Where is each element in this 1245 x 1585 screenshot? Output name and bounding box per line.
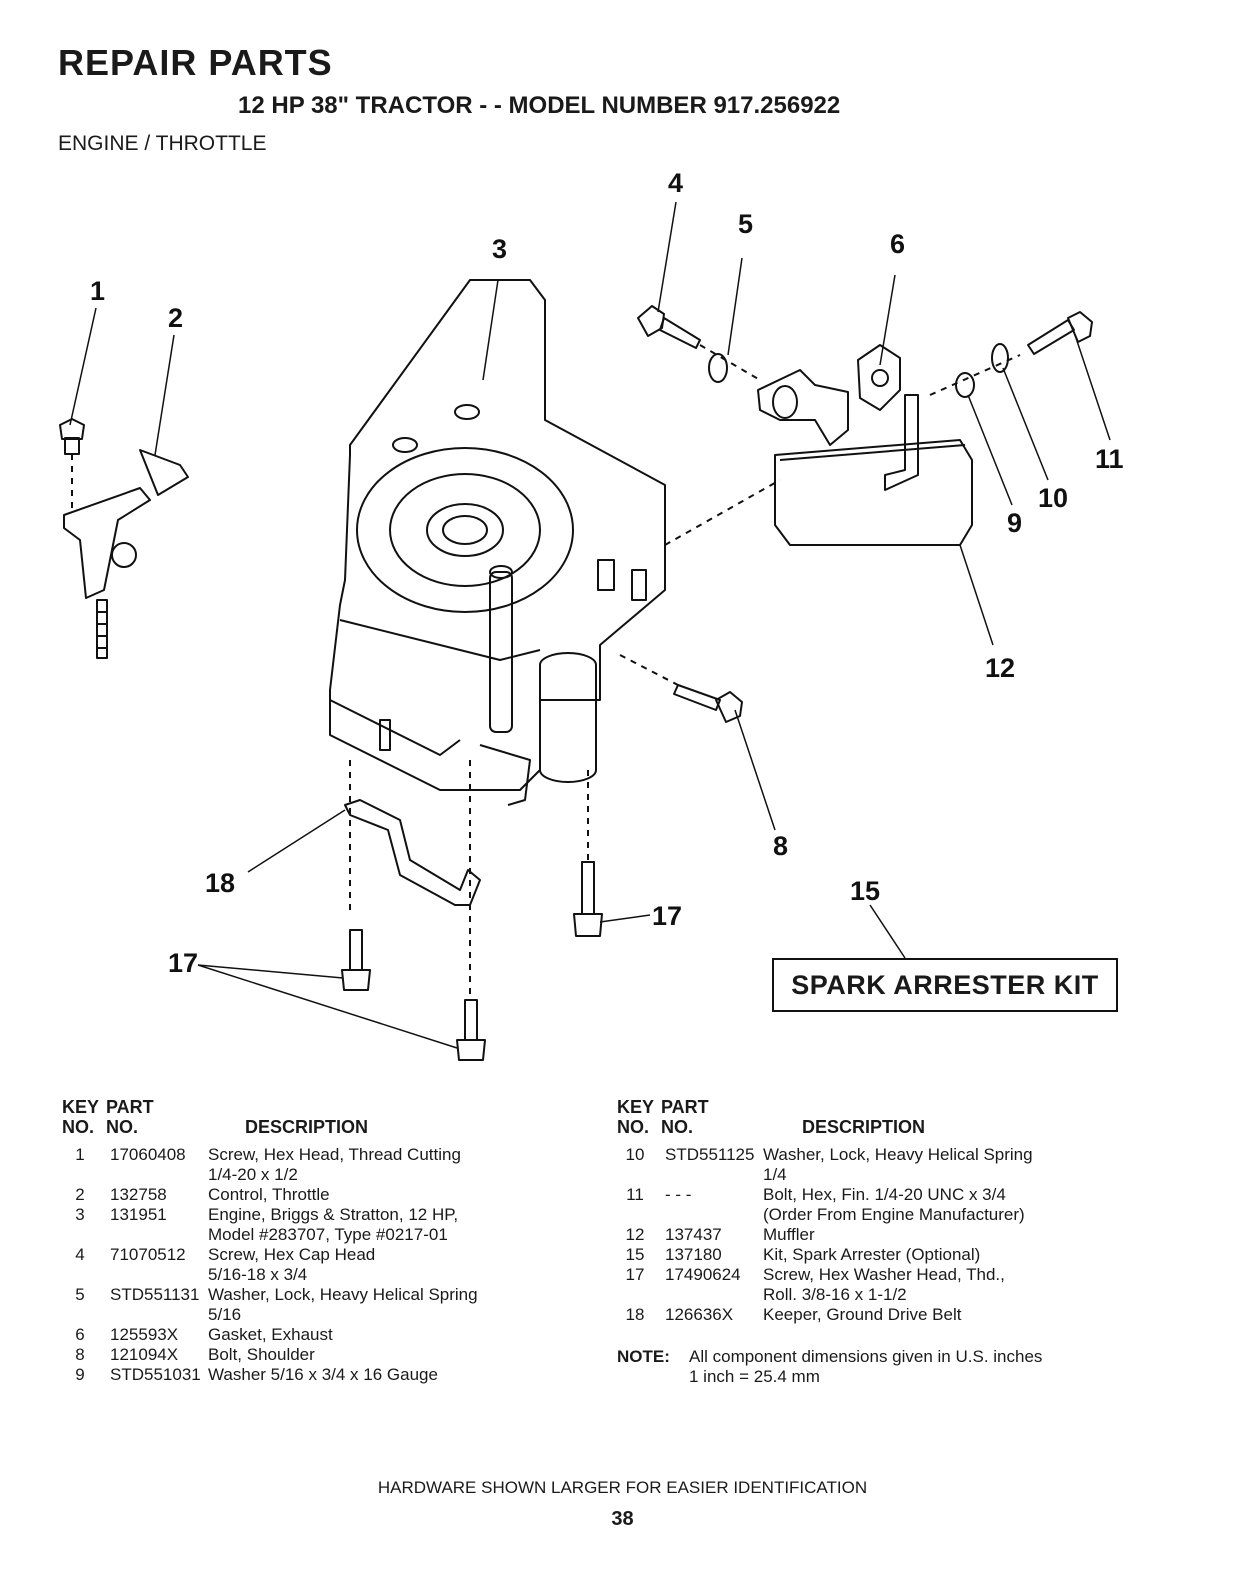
part-no-cell: 132758 bbox=[110, 1185, 167, 1204]
throttle-control-drawing bbox=[59, 418, 189, 659]
description-cell: Screw, Hex Cap Head 5/16-18 x 3/4 bbox=[208, 1245, 376, 1284]
table-row: 9 STD551031 Washer 5/16 x 3/4 x 16 Gauge bbox=[62, 1365, 582, 1385]
key-no-cell: 12 bbox=[625, 1225, 645, 1244]
part-no-cell: 125593X bbox=[110, 1325, 179, 1344]
parts-rows-right: 10 STD551125 Washer, Lock, Heavy Helical S… bbox=[617, 1145, 1137, 1325]
page-title: REPAIR PARTS bbox=[58, 42, 333, 83]
part-no-cell: 137437 bbox=[665, 1225, 722, 1244]
description-cell: Keeper, Ground Drive Belt bbox=[763, 1305, 962, 1324]
hardware-note: HARDWARE SHOWN LARGER FOR EASIER IDENTIF… bbox=[377, 1478, 868, 1497]
callout-3: 3 bbox=[492, 234, 507, 264]
description-cell: Washer, Lock, Heavy Helical Spring 1/4 bbox=[763, 1145, 1033, 1184]
dimension-note: NOTE: All component dimensions given in … bbox=[617, 1347, 1137, 1387]
model-subtitle: 12 HP 38" TRACTOR - - MODEL NUMBER 917.2… bbox=[238, 92, 841, 119]
exploded-parts-diagram: 1 2 3 4 5 6 8 9 10 11 12 15 17 17 18 bbox=[59, 168, 1124, 1061]
callout-5: 5 bbox=[738, 209, 753, 239]
spark-arrester-kit-box: SPARK ARRESTER KIT bbox=[772, 958, 1118, 1012]
part-no-cell: 137180 bbox=[665, 1245, 722, 1264]
engine-drawing bbox=[329, 279, 666, 1000]
key-no-cell: 17 bbox=[625, 1265, 645, 1284]
key-no-cell: 9 bbox=[75, 1365, 85, 1384]
description-header: DESCRIPTION bbox=[245, 1117, 369, 1137]
table-row: 2 132758 Control, Throttle bbox=[62, 1185, 582, 1205]
part-no-cell: STD551125 bbox=[665, 1145, 755, 1164]
part-no-cell: 131951 bbox=[110, 1205, 167, 1224]
description-header: DESCRIPTION bbox=[802, 1117, 926, 1137]
parts-rows-left: 1 17060408 Screw, Hex Head, Thread Cutting… bbox=[62, 1145, 582, 1385]
table-row: 18 126636X Keeper, Ground Drive Belt bbox=[617, 1305, 1137, 1325]
mounting-screws-drawing bbox=[341, 861, 603, 1061]
table-row: 6 125593X Gasket, Exhaust bbox=[62, 1325, 582, 1345]
part-no-cell: 126636X bbox=[665, 1305, 734, 1324]
part-no-cell: 17490624 bbox=[665, 1265, 741, 1284]
part-no-header: PART NO. bbox=[106, 1097, 154, 1137]
callout-17-left: 17 bbox=[168, 948, 198, 978]
note-label: NOTE: bbox=[617, 1347, 670, 1366]
key-no-cell: 15 bbox=[625, 1245, 645, 1264]
key-no-cell: 5 bbox=[75, 1285, 85, 1304]
description-cell: Washer, Lock, Heavy Helical Spring 5/16 bbox=[208, 1285, 478, 1324]
key-no-cell: 2 bbox=[75, 1185, 85, 1204]
page-number: 38 bbox=[611, 1508, 634, 1530]
key-no-cell: 6 bbox=[75, 1325, 85, 1344]
section-heading: ENGINE / THROTTLE bbox=[58, 132, 267, 155]
key-no-cell: 3 bbox=[75, 1205, 85, 1224]
table-row: 3 131951 Engine, Briggs & Stratton, 12 HP,… bbox=[62, 1205, 582, 1245]
part-no-cell: 71070512 bbox=[110, 1245, 186, 1264]
description-cell: Gasket, Exhaust bbox=[208, 1325, 333, 1344]
key-no-header: KEY NO. bbox=[62, 1097, 100, 1137]
part-no-cell: 121094X bbox=[110, 1345, 179, 1364]
parts-list-header: KEY NO. PART NO. DESCRIPTION bbox=[62, 1097, 582, 1145]
callout-9: 9 bbox=[1007, 508, 1022, 538]
table-row: 12 137437 Muffler bbox=[617, 1225, 1137, 1245]
parts-list-header: KEY NO. PART NO. DESCRIPTION bbox=[617, 1097, 1137, 1145]
description-cell: Muffler bbox=[763, 1225, 815, 1244]
table-row: 15 137180 Kit, Spark Arrester (Optional) bbox=[617, 1245, 1137, 1265]
callout-17-right: 17 bbox=[652, 901, 682, 931]
description-cell: Bolt, Shoulder bbox=[208, 1345, 315, 1364]
key-no-header: KEY NO. bbox=[617, 1097, 655, 1137]
part-no-header: PART NO. bbox=[661, 1097, 709, 1137]
part-no-cell: STD551031 bbox=[110, 1365, 201, 1384]
key-no-cell: 11 bbox=[626, 1185, 644, 1204]
callout-12: 12 bbox=[985, 653, 1015, 683]
part-no-cell: - - - bbox=[665, 1185, 692, 1204]
callout-18: 18 bbox=[205, 868, 235, 898]
belt-keeper-drawing bbox=[344, 799, 481, 906]
description-cell: Control, Throttle bbox=[208, 1185, 330, 1204]
callout-6: 6 bbox=[890, 229, 905, 259]
table-row: 10 STD551125 Washer, Lock, Heavy Helical S… bbox=[617, 1145, 1137, 1185]
callout-10: 10 bbox=[1038, 483, 1068, 513]
table-row: 11 - - - Bolt, Hex, Fin. 1/4-20 UNC x 3/4 … bbox=[617, 1185, 1137, 1225]
key-no-cell: 10 bbox=[625, 1145, 645, 1164]
callout-2: 2 bbox=[168, 303, 183, 333]
callout-8: 8 bbox=[773, 831, 788, 861]
description-cell: Screw, Hex Head, Thread Cutting 1/4-20 x… bbox=[208, 1145, 461, 1184]
key-no-cell: 4 bbox=[75, 1245, 85, 1264]
description-cell: Engine, Briggs & Stratton, 12 HP, Model … bbox=[208, 1205, 459, 1244]
description-cell: Washer 5/16 x 3/4 x 16 Gauge bbox=[208, 1365, 438, 1384]
callout-15: 15 bbox=[850, 876, 880, 906]
callout-1: 1 bbox=[90, 276, 105, 306]
table-row: 8 121094X Bolt, Shoulder bbox=[62, 1345, 582, 1365]
callout-11: 11 bbox=[1095, 444, 1124, 474]
callout-4: 4 bbox=[668, 168, 683, 198]
description-cell: Bolt, Hex, Fin. 1/4-20 UNC x 3/4 (Order … bbox=[763, 1185, 1025, 1224]
key-no-cell: 1 bbox=[75, 1145, 85, 1164]
table-row: 4 71070512 Screw, Hex Cap Head 5/16-18 x 3… bbox=[62, 1245, 582, 1285]
note-text: All component dimensions given in U.S. i… bbox=[689, 1347, 1043, 1386]
parts-list-right: KEY NO. PART NO. DESCRIPTION 10 STD551125… bbox=[617, 1097, 1137, 1387]
leader-lines bbox=[69, 201, 1111, 1049]
part-no-cell: 17060408 bbox=[110, 1145, 186, 1164]
key-no-cell: 8 bbox=[75, 1345, 85, 1364]
table-row: 17 17490624 Screw, Hex Washer Head, Thd., … bbox=[617, 1265, 1137, 1305]
table-row: 1 17060408 Screw, Hex Head, Thread Cutting… bbox=[62, 1145, 582, 1185]
description-cell: Kit, Spark Arrester (Optional) bbox=[763, 1245, 981, 1264]
part-no-cell: STD551131 bbox=[110, 1285, 200, 1304]
table-row: 5 STD551131 Washer, Lock, Heavy Helical Sp… bbox=[62, 1285, 582, 1325]
description-cell: Screw, Hex Washer Head, Thd., Roll. 3/8-… bbox=[763, 1265, 1005, 1304]
key-no-cell: 18 bbox=[625, 1305, 645, 1324]
